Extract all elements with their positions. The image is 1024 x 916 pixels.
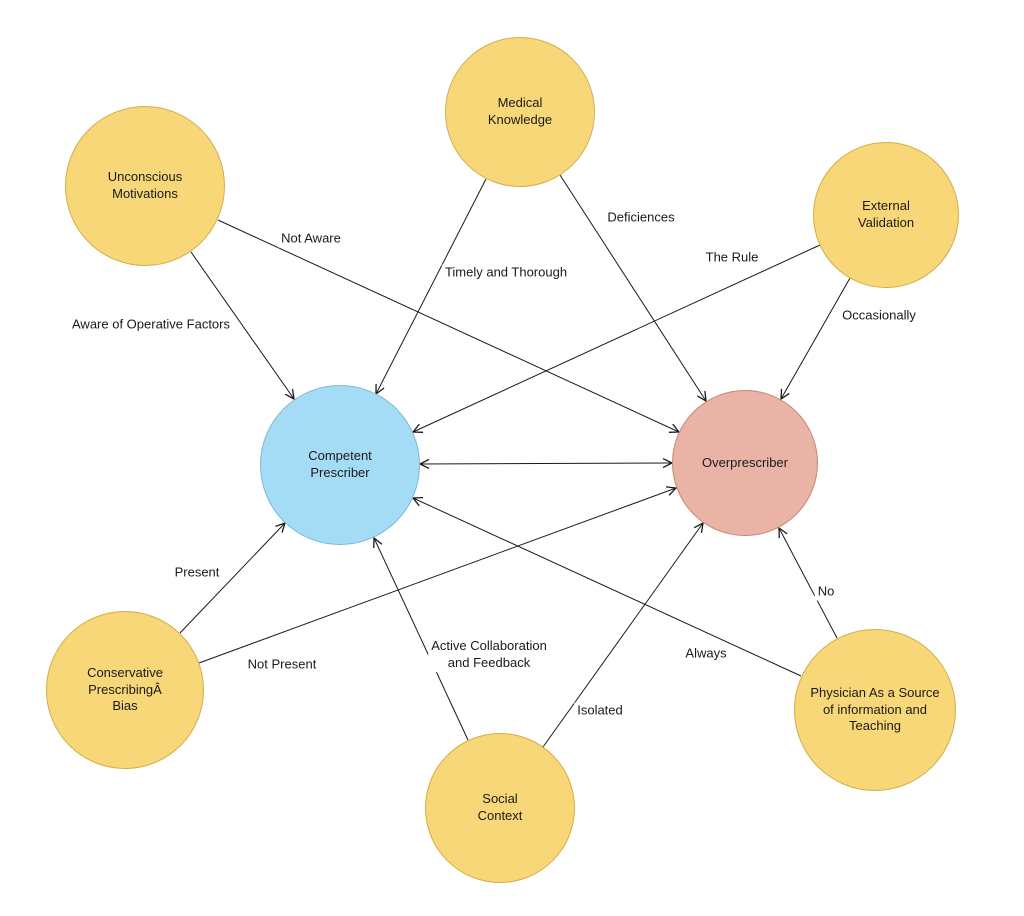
edge-social-to-overprescriber <box>542 521 704 748</box>
edge-external-to-competent <box>411 244 821 433</box>
edge-label-timely-and-thorough: Timely and Thorough <box>441 264 571 282</box>
edge-label-no: No <box>814 583 838 601</box>
edge-label-deficiences: Deficiences <box>604 209 678 227</box>
node-medical-knowledge: Medical Knowledge <box>445 37 595 187</box>
node-overprescriber: Overprescriber <box>672 390 818 536</box>
edge-physician-to-competent <box>411 497 802 677</box>
node-unconscious-motivations: Unconscious Motivations <box>65 106 225 266</box>
edge-medical-to-overprescriber <box>559 174 707 403</box>
edge-label-not-aware: Not Aware <box>278 230 344 248</box>
node-competent-prescriber-label: Competent Prescriber <box>308 448 372 480</box>
node-conservative-prescribing-bias-label: Conservative PrescribingÂ Bias <box>87 664 163 714</box>
edge-social-to-competent <box>373 536 469 741</box>
edge-competent-overprescriber-bidirectional <box>418 457 674 470</box>
edge-external-to-overprescriber <box>780 277 851 401</box>
edge-label-not-present: Not Present <box>244 656 320 674</box>
node-social-context: Social Context <box>425 733 575 883</box>
edge-physician-to-overprescriber <box>778 526 838 639</box>
edge-unconscious-to-competent <box>190 251 295 401</box>
node-physician-source-label: Physician As a Source of information and… <box>810 684 940 734</box>
node-external-validation-label: External Validation <box>857 198 915 230</box>
node-competent-prescriber: Competent Prescriber <box>260 385 420 545</box>
node-unconscious-motivations-label: Unconscious Motivations <box>107 169 183 201</box>
edge-medical-to-competent <box>375 178 487 396</box>
edge-conservative-to-competent <box>179 521 287 634</box>
edge-label-occasionally: Occasionally <box>839 307 919 325</box>
edge-label-active-collaboration-and-feedback: Active Collaboration and Feedback <box>428 638 550 672</box>
edge-conservative-to-overprescriber <box>198 486 678 664</box>
edge-label-the-rule: The Rule <box>702 249 762 267</box>
node-overprescriber-label: Overprescriber <box>702 454 788 470</box>
node-social-context-label: Social Context <box>477 791 523 823</box>
edge-label-always: Always <box>682 645 730 663</box>
edge-unconscious-to-overprescriber <box>217 219 681 433</box>
node-conservative-prescribing-bias: Conservative PrescribingÂ Bias <box>46 611 204 769</box>
node-medical-knowledge-label: Medical Knowledge <box>487 95 553 127</box>
node-external-validation: External Validation <box>813 142 959 288</box>
edge-label-present: Present <box>171 564 223 582</box>
edge-label-aware-of-operative-factors: Aware of Operative Factors <box>69 316 233 334</box>
node-physician-source: Physician As a Source of information and… <box>794 629 956 791</box>
edge-label-isolated: Isolated <box>574 702 626 720</box>
